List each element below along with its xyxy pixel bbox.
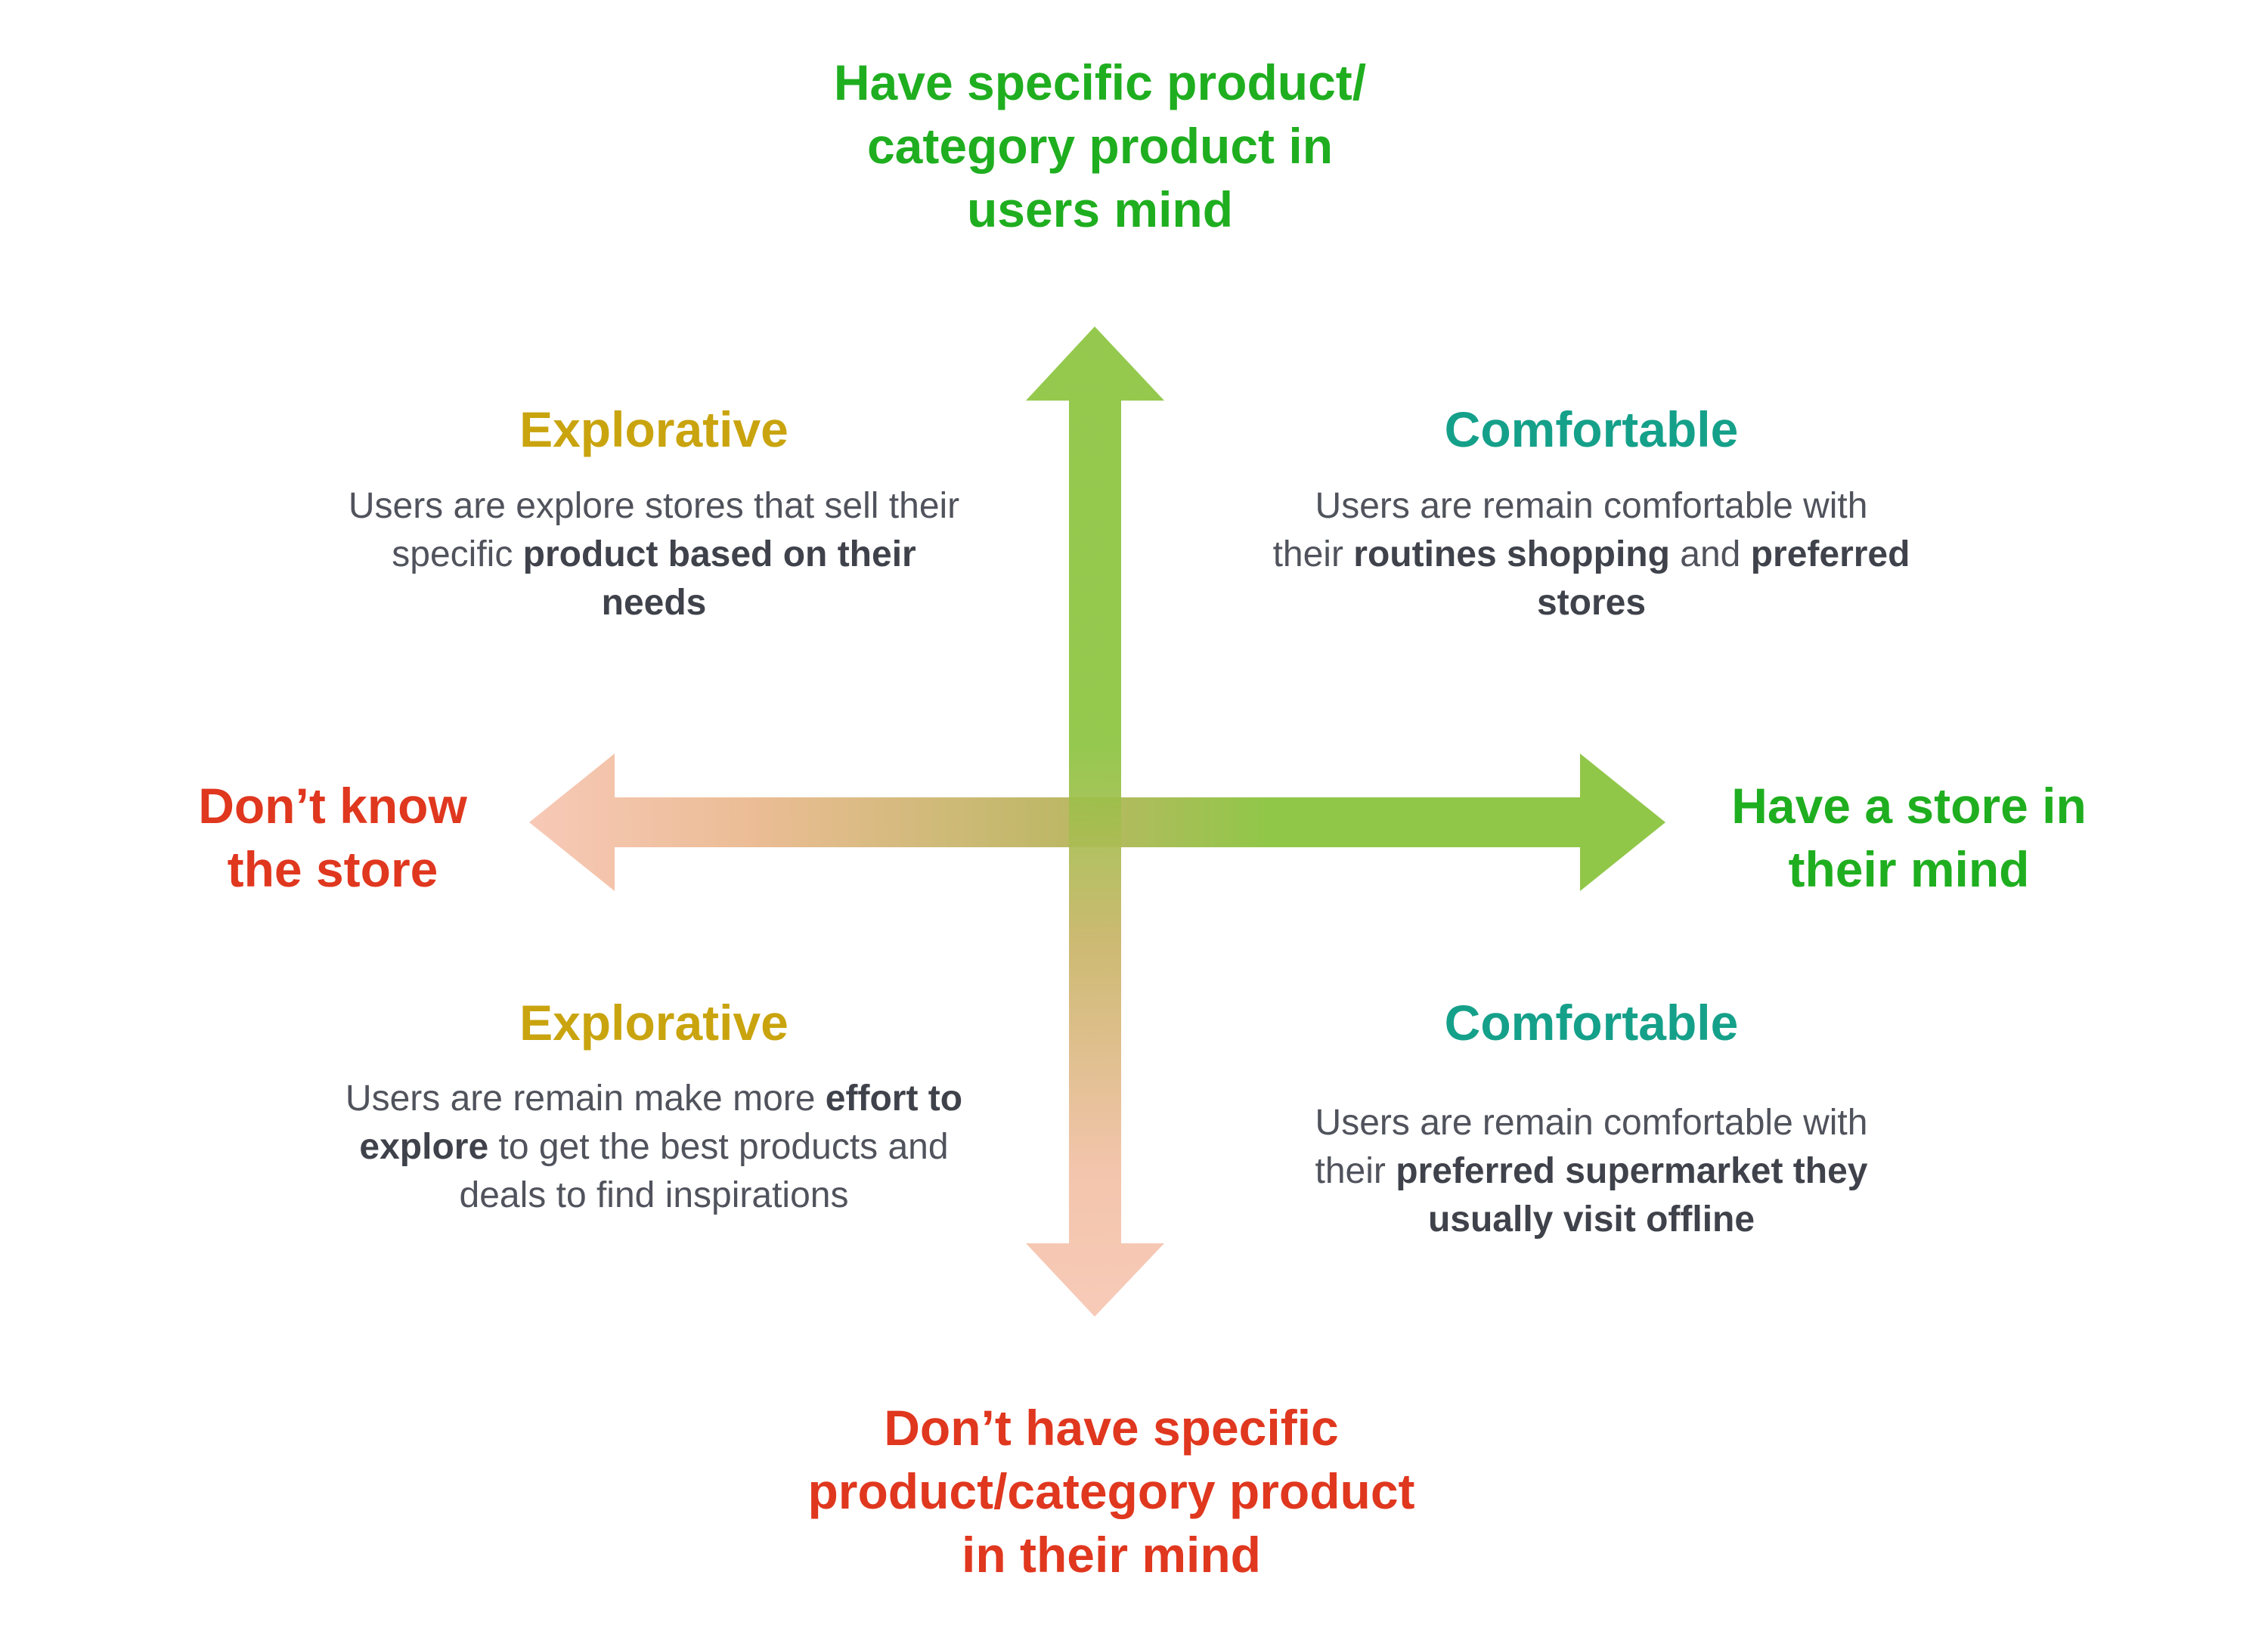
quadrant-title-bottom-right: Comfortable <box>1444 995 1739 1051</box>
axis-label-left-line: the store <box>227 840 438 897</box>
description-emphasis: usually visit offline <box>1427 1199 1755 1240</box>
axis-label-bottom-line: in their mind <box>962 1526 1261 1583</box>
quadrant-description-top-left: Users are explore stores that sell their… <box>287 482 1021 627</box>
description-emphasis: needs <box>601 583 707 623</box>
vertical-axis-arrow <box>1026 327 1164 1317</box>
axis-label-top-line: category product in <box>866 117 1334 174</box>
description-text: and <box>1669 534 1751 574</box>
description-line: their routines shopping and preferred <box>1225 531 1958 579</box>
description-emphasis: preferred supermarket they <box>1396 1151 1868 1191</box>
description-emphasis: preferred <box>1750 534 1910 574</box>
description-line: needs <box>287 579 1021 627</box>
axis-label-right-line: Have a store in <box>1731 778 2087 834</box>
description-line: Users are explore stores that sell their <box>287 482 1021 531</box>
quadrant-description-top-right: Users are remain comfortable with their r… <box>1225 482 1958 627</box>
axis-label-top-line: Have specific product/ <box>833 54 1367 110</box>
description-line: Users are remain comfortable with <box>1225 1099 1958 1147</box>
description-text: to get the best products and <box>488 1127 949 1167</box>
description-text: their <box>1315 1151 1396 1191</box>
description-line: usually visit offline <box>1225 1196 1958 1244</box>
axis-label-top-line: users mind <box>966 181 1234 237</box>
axis-label-bottom: Don’t have specific product/category pro… <box>733 1397 1489 1586</box>
description-text: deals to find inspirations <box>459 1175 849 1215</box>
axis-label-left-line: Don’t know <box>198 778 467 834</box>
description-line: their preferred supermarket they <box>1225 1147 1958 1196</box>
axis-label-top: Have specific product/ category product … <box>756 51 1444 241</box>
quadrant-title-top-left: Explorative <box>519 401 789 457</box>
description-text: their <box>1272 534 1354 574</box>
description-line: stores <box>1225 579 1958 627</box>
description-text: Users are remain comfortable with <box>1315 486 1868 526</box>
description-line: specific product based on their <box>287 531 1021 579</box>
quadrant-title-top-right: Comfortable <box>1444 401 1739 457</box>
description-text: specific <box>392 534 523 574</box>
description-line: Users are remain make more effort to <box>287 1075 1021 1123</box>
description-emphasis: product based on their <box>522 534 916 574</box>
description-emphasis: explore <box>359 1127 489 1167</box>
axis-label-bottom-line: product/category product <box>807 1462 1415 1519</box>
description-emphasis: routines shopping <box>1353 534 1670 574</box>
description-emphasis: stores <box>1536 583 1647 623</box>
description-text: Users are explore stores that sell their <box>348 486 960 526</box>
description-line: explore to get the best products and <box>287 1123 1021 1171</box>
quadrant-title-bottom-left: Explorative <box>519 995 789 1051</box>
description-text: Users are remain make more <box>345 1079 826 1119</box>
axis-label-left: Don’t know the store <box>159 775 507 902</box>
axis-label-right: Have a store in their mind <box>1693 775 2124 902</box>
description-emphasis: effort to <box>825 1079 963 1119</box>
axis-label-bottom-line: Don’t have specific <box>884 1400 1339 1456</box>
description-text: Users are remain comfortable with <box>1315 1103 1868 1143</box>
axis-label-right-line: their mind <box>1788 840 2030 897</box>
description-line: Users are remain comfortable with <box>1225 482 1958 531</box>
description-line: deals to find inspirations <box>287 1171 1021 1220</box>
